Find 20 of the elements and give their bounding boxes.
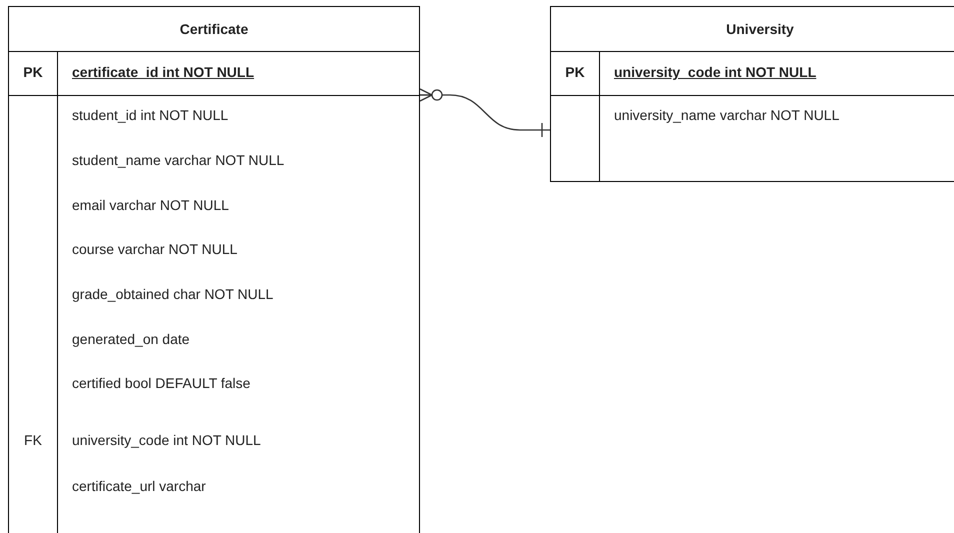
relationship-connector xyxy=(419,88,550,138)
column-field: university_code int NOT NULL xyxy=(72,432,261,448)
column-field: email varchar NOT NULL xyxy=(72,197,229,213)
key-label: PK xyxy=(564,64,586,80)
table-title: University xyxy=(726,21,794,37)
column-field: generated_on date xyxy=(72,331,190,347)
column-field: university_name varchar NOT NULL xyxy=(614,107,840,123)
entity-table xyxy=(550,6,954,182)
column-field: student_id int NOT NULL xyxy=(72,107,228,123)
primary-key-field: certificate_id int NOT NULL xyxy=(72,64,254,80)
column-field: grade_obtained char NOT NULL xyxy=(72,286,274,302)
table-title: Certificate xyxy=(180,21,248,37)
column-field: certificate_url varchar xyxy=(72,478,206,494)
column-field: course varchar NOT NULL xyxy=(72,241,238,257)
primary-key-field: university_code int NOT NULL xyxy=(614,64,816,80)
key-label: FK xyxy=(23,432,43,448)
column-field: certified bool DEFAULT false xyxy=(72,375,250,391)
key-label: PK xyxy=(22,64,44,80)
entity-table xyxy=(8,6,420,533)
column-field: student_name varchar NOT NULL xyxy=(72,152,284,168)
